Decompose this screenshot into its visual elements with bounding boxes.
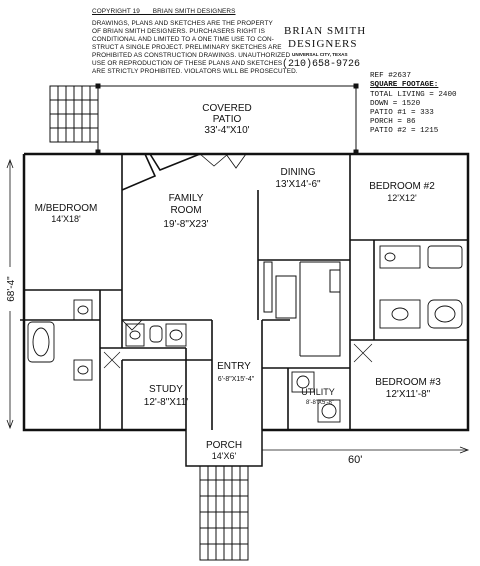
family-room-label: FAMILY <box>168 193 204 204</box>
overall-depth-dimension: 68'-4" <box>6 267 17 311</box>
notice-line: PROHIBITED AS CONSTRUCTION DRAWINGS. UNA… <box>92 52 291 59</box>
kitchen-counters <box>263 261 341 357</box>
porch-label: PORCH <box>205 440 243 451</box>
sqft-line: TOTAL LIVING = 2400 <box>370 91 457 99</box>
master-bedroom-label: M/BEDROOM <box>34 203 98 214</box>
covered-patio-label-line2: PATIO <box>212 114 242 125</box>
front-porch <box>185 430 263 561</box>
notice-line: CONDITIONAL AND LIMITED TO A ONE TIME US… <box>92 36 274 43</box>
phone-number: (210)658-9726 <box>282 59 361 70</box>
covered-patio-label: COVERED <box>202 103 252 114</box>
utility-dimension: 8'-8"X5'-8" <box>306 400 334 406</box>
family-room-label-line2: ROOM <box>170 205 202 216</box>
notice-line: STRUCT A SINGLE PROJECT. PRELIMINARY SKE… <box>92 44 282 51</box>
porch-dimension: 14'X6' <box>211 451 237 461</box>
sqft-line: DOWN = 1520 <box>370 100 421 108</box>
master-bedroom-dimension: 14'X18' <box>51 214 81 224</box>
door-symbols <box>121 153 247 331</box>
sqft-line: PATIO #1 = 333 <box>370 109 434 117</box>
entry-label: ENTRY <box>217 361 251 372</box>
study-dimension: 12'-8"X11' <box>143 397 189 408</box>
family-room-dimension: 19'-8"X23' <box>163 219 209 230</box>
dining-dimension: 13'X14'-6" <box>275 179 321 190</box>
bedroom-3-label: BEDROOM #3 <box>375 377 441 388</box>
closet-marks <box>103 343 373 369</box>
utility-label: UTILITY <box>301 387 335 397</box>
brand-designers: DESIGNERS <box>288 38 358 50</box>
brand-city: UNIVERSAL CITY, TEXAS <box>292 52 348 57</box>
overall-width-dimension: 60' <box>346 454 365 466</box>
dining-label: DINING <box>280 167 316 178</box>
square-footage-title: SQUARE FOOTAGE: <box>370 81 439 89</box>
bedroom-2-label: BEDROOM #2 <box>369 181 435 192</box>
entry-dimension: 6'-8"X15'-4" <box>217 376 255 383</box>
notice-line: ARE STRICTLY PROHIBITED. VIOLATORS WILL … <box>92 68 298 75</box>
notice-line: USE OR REPRODUCTION OF THESE PLANS AND S… <box>92 60 283 67</box>
sqft-line: PORCH = 86 <box>370 118 416 126</box>
brand-name: BRIAN SMITH <box>284 25 367 37</box>
sqft-line: PATIO #2 = 1215 <box>370 127 439 135</box>
bedroom-3-dimension: 12'X11'-8" <box>385 389 431 400</box>
notice-line: OF BRIAN SMITH DESIGNERS. PURCHASERS RIG… <box>92 28 266 35</box>
rear-stairs <box>49 85 99 143</box>
bedroom-2-dimension: 12'X12' <box>387 193 417 203</box>
interior-walls <box>20 153 468 430</box>
copyright-line: COPYRIGHT 19___ BRIAN SMITH DESIGNERS <box>92 8 236 15</box>
study-label: STUDY <box>149 384 183 395</box>
covered-patio-dimension: 33'-4"X10' <box>204 125 250 136</box>
notice-line: DRAWINGS, PLANS AND SKETCHES ARE THE PRO… <box>92 20 273 27</box>
bath-fixtures <box>27 245 463 423</box>
reference-number: REF #2637 <box>370 72 412 80</box>
